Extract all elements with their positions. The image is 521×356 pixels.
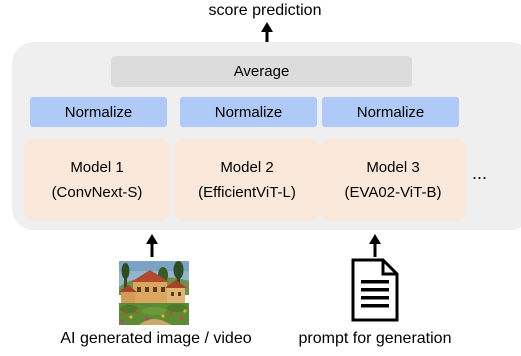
model-backbone: (EVA02-ViT-B) [344,184,442,201]
model-block-2: Model 2 (EfficientViT-L) [174,139,320,221]
normalize-block-3: Normalize [322,97,459,127]
normalize-block-1: Normalize [30,97,167,127]
model-block-1: Model 1 (ConvNext-S) [24,139,170,221]
model-backbone: (ConvNext-S) [51,184,143,201]
average-block: Average [111,56,412,87]
normalize-block-2: Normalize [180,97,317,127]
document-icon [351,258,399,322]
prompt-input-caption: prompt for generation [298,330,452,347]
normalize-label: Normalize [356,103,425,121]
normalize-label: Normalize [64,103,133,121]
average-label: Average [233,63,290,80]
more-models-ellipsis: ... [472,163,488,183]
prompt-input-arrow-icon [369,234,381,257]
model-name: Model 2 [220,159,274,176]
image-input-caption: AI generated image / video [60,330,252,347]
model-name: Model 1 [70,159,124,176]
model-backbone: (EfficientViT-L) [198,184,296,201]
normalize-label: Normalize [214,103,283,121]
model-block-3: Model 3 (EVA02-ViT-B) [320,139,466,221]
painted-village-image-icon [119,261,189,325]
image-input-arrow-icon [146,234,158,257]
model-name: Model 3 [366,159,420,176]
score-prediction-label: score prediction [208,2,322,19]
